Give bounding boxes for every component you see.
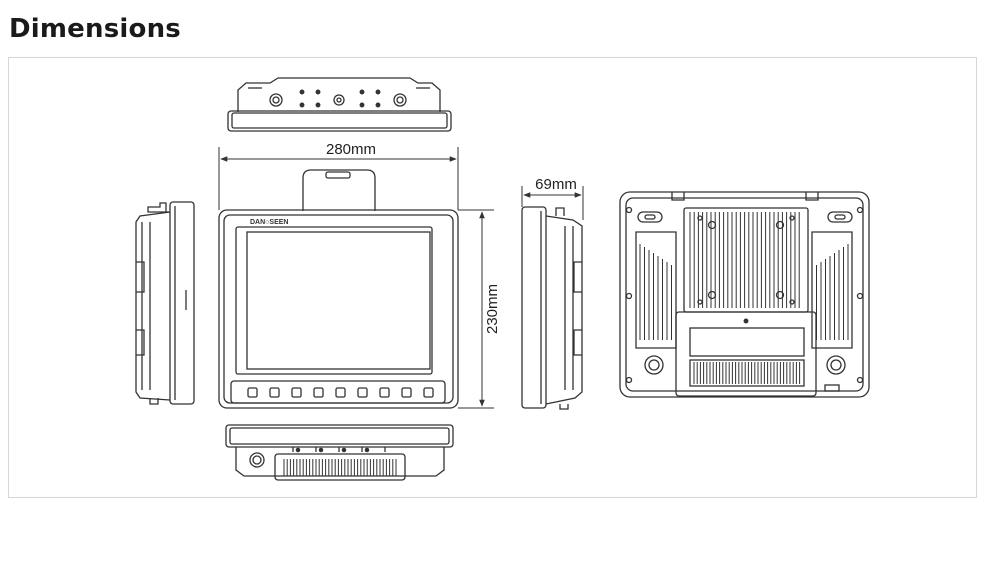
- right-side-view: [521, 206, 583, 410]
- back-left-fins: [639, 244, 672, 340]
- bottom-vent-grille: [283, 459, 397, 476]
- front-view: DAN○SEEN: [218, 169, 459, 409]
- depth-dimension: 69mm: [521, 176, 584, 220]
- top-view: [227, 77, 452, 132]
- depth-label: 69mm: [535, 176, 577, 193]
- left-side-view: [135, 201, 195, 405]
- bottom-view: [225, 424, 454, 481]
- page-title: Dimensions: [9, 14, 181, 44]
- back-right-fins: [816, 244, 849, 340]
- height-label: 230mm: [484, 284, 501, 334]
- width-dimension: 280mm: [218, 141, 459, 210]
- front-buttons: [247, 387, 434, 398]
- front-logo: DAN○SEEN: [250, 219, 288, 226]
- width-label: 280mm: [326, 141, 376, 158]
- drawing-frame: [8, 57, 977, 498]
- back-vent-grille: [693, 362, 801, 384]
- back-view: [619, 191, 870, 398]
- height-dimension: 230mm: [458, 209, 501, 409]
